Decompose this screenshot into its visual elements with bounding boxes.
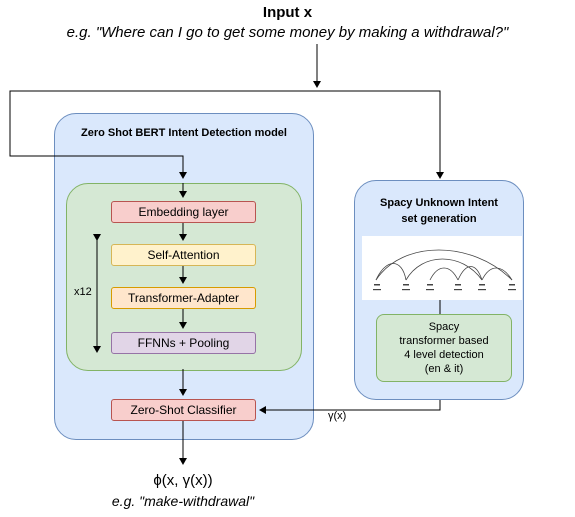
zero-shot-classifier: Zero-Shot Classifier: [111, 399, 256, 421]
ffnn-pooling-layer: FFNNs + Pooling: [111, 332, 256, 354]
dep-arc: [429, 267, 459, 281]
spacy-detector-line1: Spacy: [428, 321, 460, 333]
dep-arc: [375, 249, 513, 281]
spacy-detector-line3: 4 level detection: [404, 349, 484, 361]
spacy-detector-line4: (en & it): [424, 363, 464, 375]
dependency-parse-image: [362, 236, 522, 300]
spacy-detector-line2: transformer based: [399, 335, 489, 347]
dep-arc: [481, 267, 513, 281]
transformer-adapter-layer: Transformer-Adapter: [111, 287, 256, 309]
dependency-arcs: [373, 249, 516, 291]
input-to-spacy-arrow: [317, 90, 444, 179]
output-example: e.g. "make-withdrawal": [111, 493, 255, 509]
dep-arc: [405, 258, 483, 281]
output-formula: ϕ(x, γ(x)): [153, 472, 213, 489]
bert-model-title: Zero Shot BERT Intent Detection model: [81, 127, 287, 139]
input-to-bert-arrow: [9, 90, 317, 179]
gamma-label: γ(x): [328, 410, 347, 422]
embedding-layer: Embedding layer: [111, 201, 256, 223]
input-title: Input x: [262, 4, 313, 21]
spacy-title-line1: Spacy Unknown Intent: [380, 197, 498, 209]
spacy-panel-title: Spacy Unknown Intent set generation: [355, 195, 523, 227]
dep-arc: [375, 263, 407, 281]
spacy-title-line2: set generation: [401, 213, 477, 225]
self-attention-layer: Self-Attention: [111, 244, 256, 266]
spacy-detector-box: Spacy transformer based 4 level detectio…: [376, 314, 512, 382]
input-example: e.g. "Where can I go to get some money b…: [66, 24, 509, 41]
repeat-count-label: x12: [74, 286, 92, 298]
spacy-to-classifier-arrow: [259, 400, 441, 414]
dep-arc: [457, 266, 483, 281]
